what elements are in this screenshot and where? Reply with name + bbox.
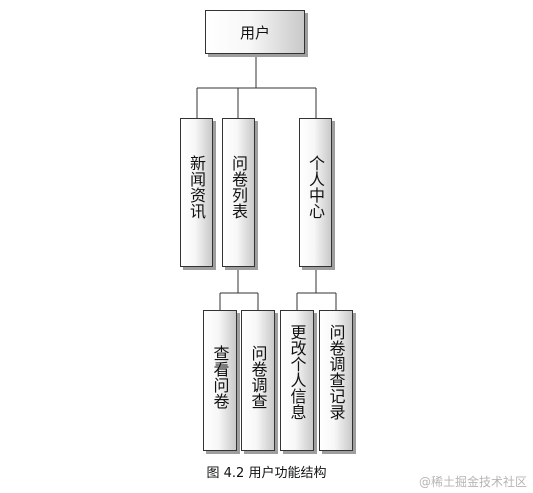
node-questionnaire-survey: 问卷调查	[241, 310, 275, 451]
node-edit-profile: 更改个人信息	[280, 310, 314, 451]
root-node: 用户	[205, 10, 305, 54]
node-survey-records: 问卷调查记录	[319, 310, 353, 451]
node-view-questionnaire-label: 查看问卷	[210, 345, 230, 409]
node-questionnaire-list: 问卷列表	[222, 118, 255, 267]
node-survey-records-label: 问卷调查记录	[326, 324, 346, 420]
node-view-questionnaire: 查看问卷	[203, 310, 237, 451]
node-questionnaire-survey-label: 问卷调查	[248, 345, 268, 409]
node-news-label: 新闻资讯	[187, 155, 206, 219]
root-label: 用户	[239, 23, 270, 42]
figure-caption: 图 4.2 用户功能结构	[206, 466, 327, 481]
node-questionnaire-list-label: 问卷列表	[229, 155, 248, 219]
node-personal-center-label: 个人中心	[306, 155, 325, 219]
node-news: 新闻资讯	[180, 118, 213, 267]
watermark: @稀土掘金技术社区	[418, 475, 527, 489]
node-edit-profile-label: 更改个人信息	[287, 324, 307, 420]
node-personal-center: 个人中心	[299, 118, 332, 267]
